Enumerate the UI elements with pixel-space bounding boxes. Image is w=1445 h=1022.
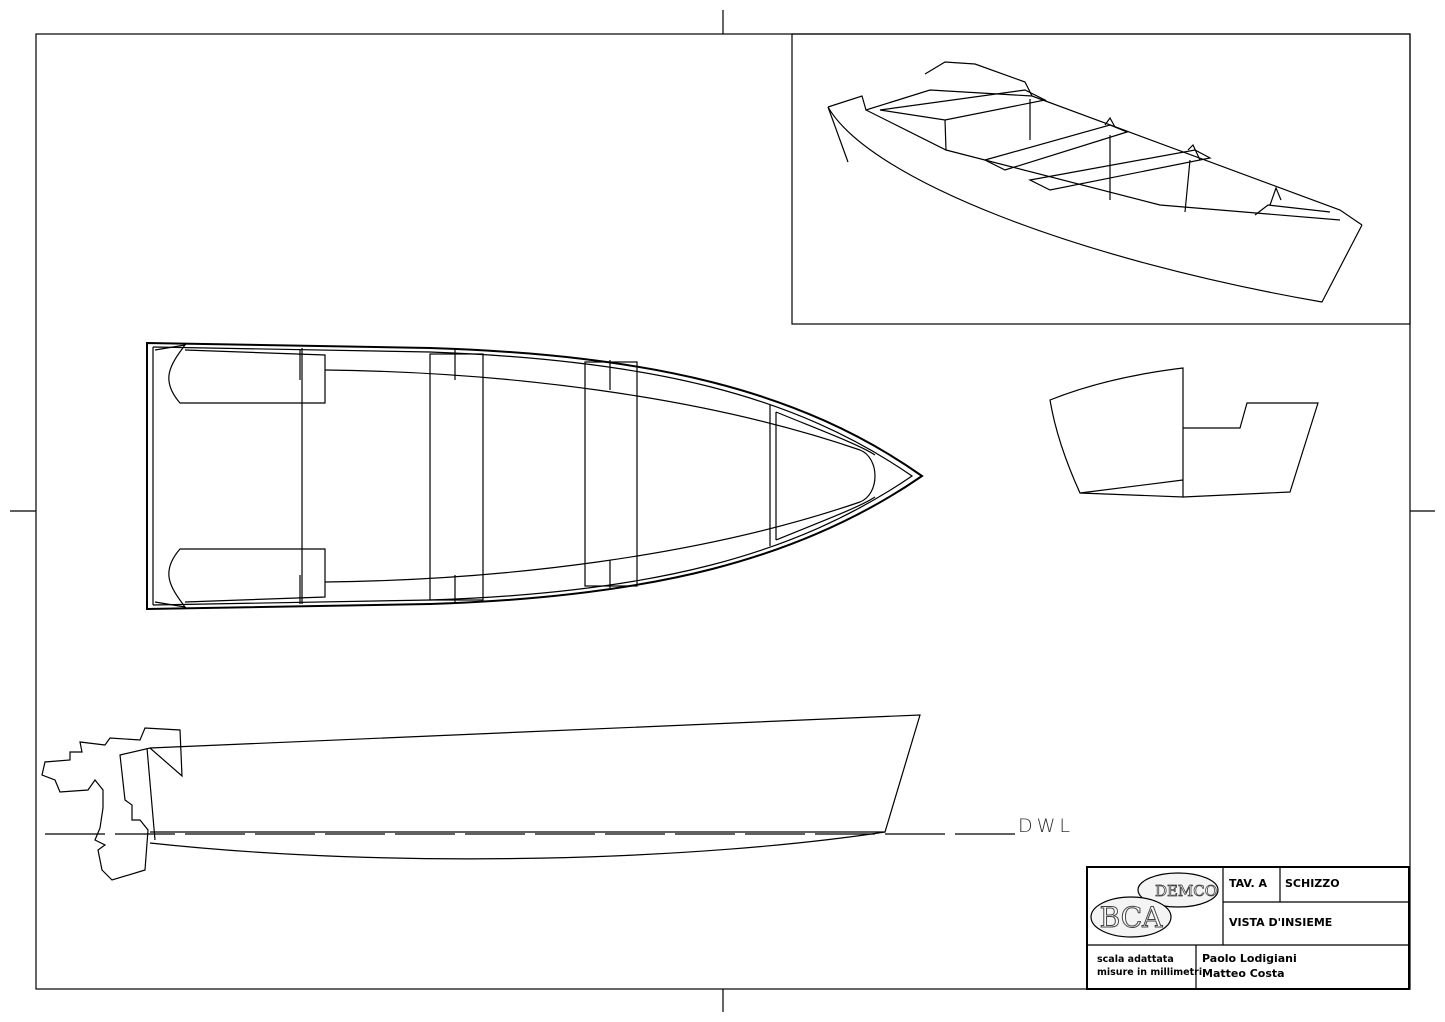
drawing-frame [35,33,1411,990]
scale-line1: scala adattata [1097,954,1174,965]
bca-demco-logo: DEMCO BCA [1090,872,1219,938]
outboard-motor [41,727,183,881]
author-2: Matteo Costa [1202,967,1285,980]
sheet-number: TAV. A [1229,877,1268,890]
plan-view [146,341,924,611]
authors: Paolo Lodigiani Matteo Costa [1202,951,1297,981]
scale-note: scala adattata misure in millimetri [1097,953,1202,979]
waterline-label: DWL [1018,815,1075,837]
title-block: DEMCO BCA [1086,866,1410,990]
author-1: Paolo Lodigiani [1202,952,1297,965]
scale-line2: misure in millimetri [1097,967,1203,978]
drawing-title: VISTA D'INSIEME [1229,916,1333,929]
svg-text:DEMCO: DEMCO [1155,882,1217,900]
profile-view [41,714,1015,881]
drawing-type: SCHIZZO [1285,877,1340,890]
isometric-view [791,33,1411,325]
section-view [1049,367,1319,498]
svg-text:BCA: BCA [1100,901,1164,934]
center-marks [10,10,1435,1012]
